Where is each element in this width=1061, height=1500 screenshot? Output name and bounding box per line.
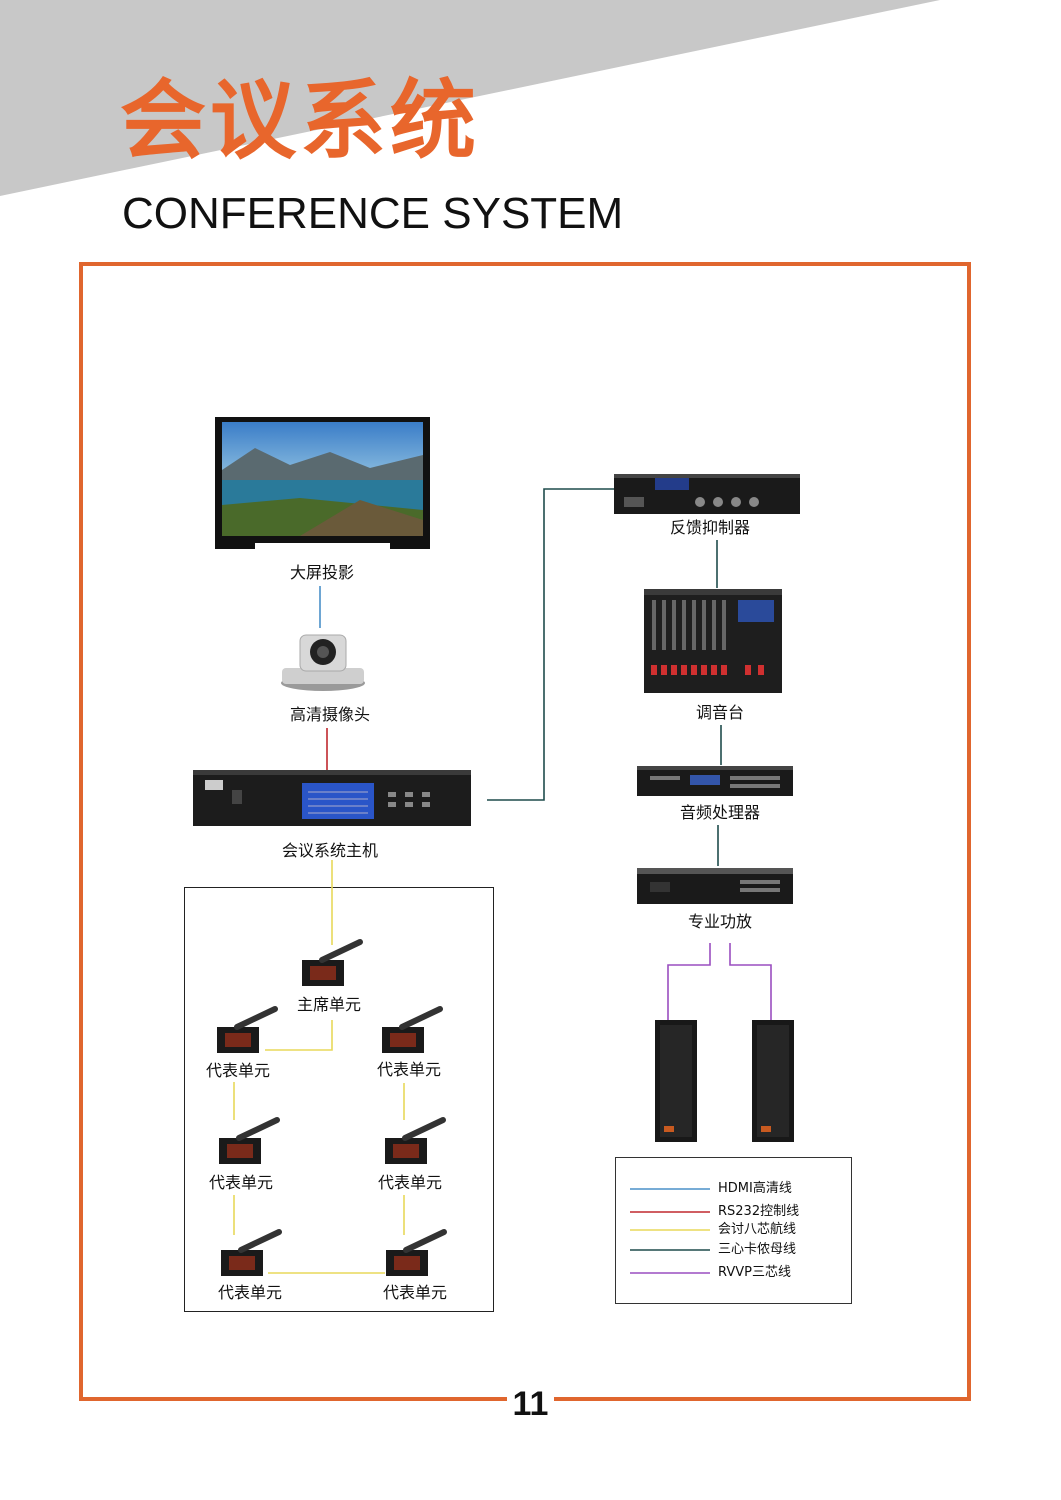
- power-amplifier-icon: [637, 868, 793, 904]
- screen-label: 大屏投影: [289, 563, 354, 582]
- delegate-mic-icon-6: [386, 1229, 447, 1276]
- legend-box: [615, 1157, 852, 1304]
- mixer-icon: [644, 589, 782, 693]
- delegate-mic-icon-4: [385, 1117, 446, 1164]
- rvvp-wire-left: [667, 943, 711, 1020]
- page-title-cn: 会议系统: [120, 71, 480, 171]
- conference-host-icon: [193, 770, 471, 826]
- chairman-to-delegates-wire: [265, 1020, 333, 1051]
- delegate-mic-icon-2: [382, 1006, 443, 1053]
- speaker-right-icon: [752, 1020, 794, 1142]
- delegate-mic-icon-3: [219, 1117, 280, 1164]
- delegate-mic-icon-1: [217, 1006, 278, 1053]
- speaker-left-icon: [655, 1020, 697, 1142]
- delegate-unit-label: 代表单元: [382, 1283, 447, 1302]
- feedback-suppressor-icon: [614, 474, 800, 514]
- page-number-text: 11: [506, 1385, 555, 1423]
- delegate-unit-label: 代表单元: [205, 1061, 270, 1080]
- delegate-unit-label: 代表单元: [377, 1173, 442, 1192]
- page-number: 11: [0, 1385, 1061, 1424]
- legend-swatches: [630, 1188, 710, 1274]
- processor-label: 音频处理器: [679, 803, 760, 822]
- camera-label: 高清摄像头: [289, 705, 370, 724]
- chairman-unit-label: 主席单元: [296, 995, 361, 1014]
- page-title-en: CONFERENCE SYSTEM: [122, 189, 624, 238]
- chairman-mic-icon: [302, 939, 363, 986]
- delegate-unit-label: 代表单元: [376, 1060, 441, 1079]
- host-label: 会议系统主机: [281, 841, 378, 860]
- host-to-feedback-wire: [487, 488, 614, 801]
- legend-label-rs232: RS232控制线: [718, 1204, 800, 1219]
- amplifier-label: 专业功放: [687, 912, 752, 931]
- tv-screen-icon: [215, 417, 430, 549]
- audio-processor-icon: [637, 766, 793, 796]
- legend-label-hdmi: HDMI高清线: [718, 1181, 792, 1196]
- legend-label-aviation: 会讨八芯航线: [718, 1222, 797, 1237]
- rvvp-wire-right: [729, 943, 772, 1020]
- delegate-units-box: [184, 887, 494, 1312]
- delegate-mic-icon-5: [221, 1229, 282, 1276]
- legend-label-rvvp: RVVP三芯线: [718, 1265, 791, 1280]
- feedback-label: 反馈抑制器: [669, 518, 750, 537]
- legend-label-kanon: 三心卡侬母线: [718, 1242, 797, 1257]
- header-gray-band: [0, 0, 940, 196]
- delegate-unit-label: 代表单元: [208, 1173, 273, 1192]
- camera-icon: [281, 634, 365, 691]
- mixer-label: 调音台: [695, 703, 744, 722]
- connection-lines: [233, 488, 772, 1274]
- delegate-unit-label: 代表单元: [217, 1283, 282, 1302]
